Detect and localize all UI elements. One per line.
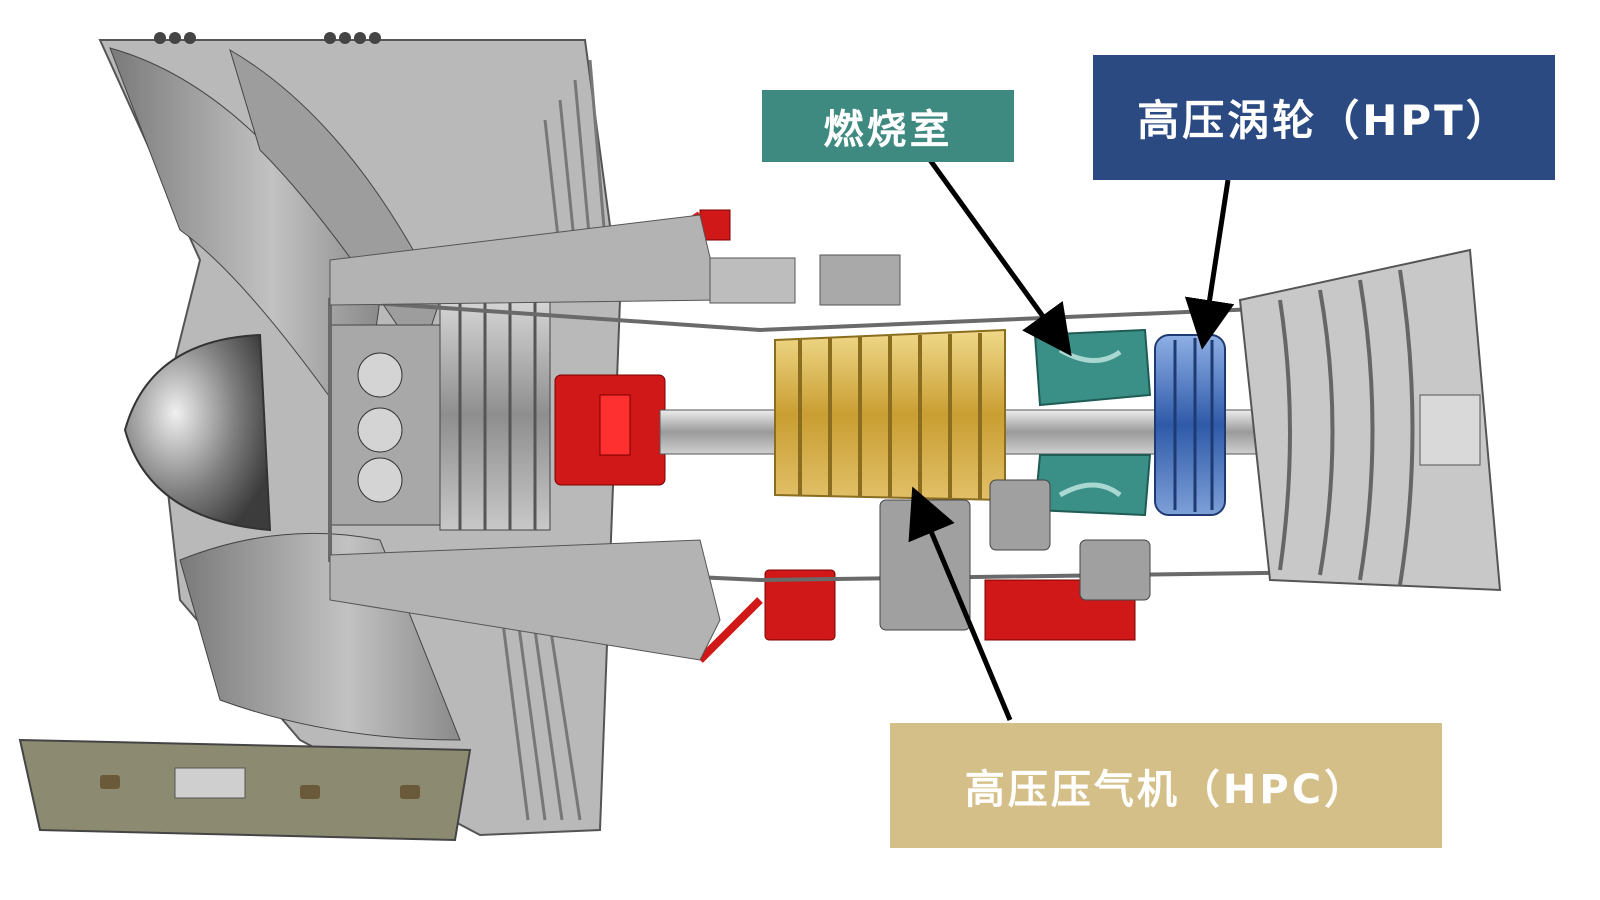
accessory-gearbox xyxy=(879,479,1151,631)
red-drive-unit xyxy=(554,209,1136,663)
arrow xyxy=(927,158,1072,357)
hp-compressor xyxy=(774,328,1006,502)
hp-turbine xyxy=(1154,334,1226,516)
hpc-label: 高压压气机（HPC） xyxy=(890,723,1442,848)
lp-turbine xyxy=(1238,248,1502,592)
hpt-label: 高压涡轮（HPT） xyxy=(1093,55,1555,180)
arrow xyxy=(1184,179,1235,350)
gearbox xyxy=(329,324,451,526)
spinner-nose-cone xyxy=(123,333,272,532)
combustor-label: 燃烧室 xyxy=(762,90,1014,162)
arrow xyxy=(908,486,1013,721)
lp-compressor xyxy=(439,299,551,531)
